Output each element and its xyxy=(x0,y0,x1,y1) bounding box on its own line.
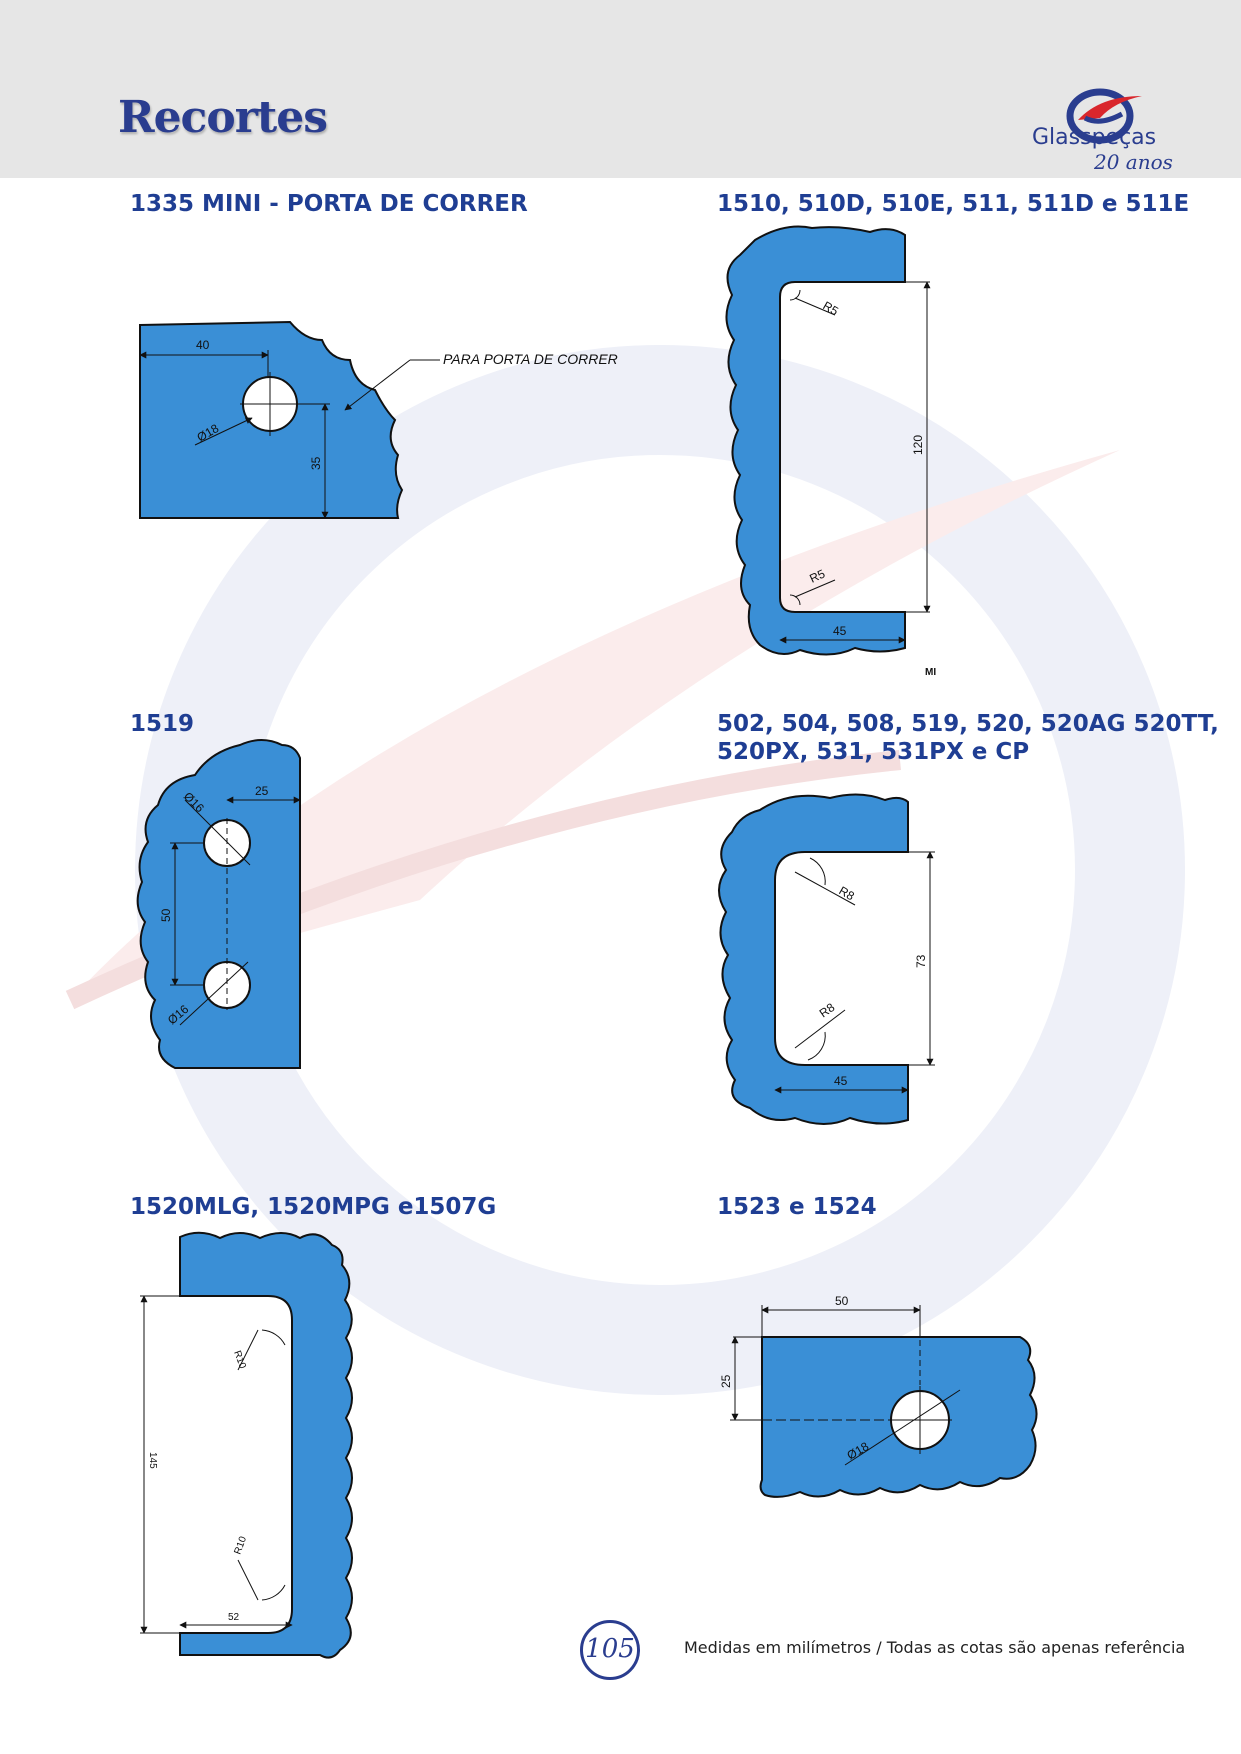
footer-note: Medidas em milímetros / Todas as cotas s… xyxy=(684,1638,1186,1657)
header-band xyxy=(0,0,1241,178)
label-502-width: 45 xyxy=(834,1074,848,1088)
label-502-radius-top: R8 xyxy=(837,883,858,903)
glass-piece-1510 xyxy=(725,225,906,656)
drawing-1510: R5 R5 120 45 MI xyxy=(725,225,936,678)
logo-name: Glasspeças xyxy=(1032,125,1157,150)
label-1510-mark: MI xyxy=(925,667,936,678)
label-1510-height: 120 xyxy=(911,435,925,455)
label-1523-width: 50 xyxy=(835,1294,849,1308)
label-1520-radius-bottom: R10 xyxy=(232,1535,249,1556)
section-title-1519: 1519 xyxy=(130,711,195,737)
section-title-1335: 1335 MINI - PORTA DE CORRER xyxy=(130,191,528,217)
label-1520-radius-top: R10 xyxy=(231,1349,248,1370)
label-1335-width: 40 xyxy=(196,338,210,352)
drawing-502: R8 R8 73 45 xyxy=(718,793,935,1125)
glass-piece-502 xyxy=(718,793,909,1125)
glass-piece-1519 xyxy=(136,739,301,1069)
drawing-1523: 50 25 Ø18 xyxy=(719,1294,1038,1498)
section-title-1523: 1523 e 1524 xyxy=(717,1194,877,1220)
label-1520-width: 52 xyxy=(228,1612,240,1623)
drawing-1519: 25 50 Ø16 Ø16 xyxy=(136,739,301,1069)
label-1335-note: PARA PORTA DE CORRER xyxy=(443,351,618,367)
page-number: 105 xyxy=(585,1634,635,1664)
glasspecas-logo-icon xyxy=(1066,88,1142,144)
section-title-1510: 1510, 510D, 510E, 511, 511D e 511E xyxy=(717,191,1190,217)
drawing-1335: 40 35 Ø18 PARA PORTA DE CORRER xyxy=(139,320,618,519)
label-1510-radius-top: R5 xyxy=(821,298,842,318)
section-title-502-line2: 520PX, 531, 531PX e CP xyxy=(717,739,1030,765)
logo-tagline: 20 anos xyxy=(1094,150,1173,174)
label-1520-height: 145 xyxy=(147,1452,158,1469)
section-title-1520: 1520MLG, 1520MPG e1507G xyxy=(130,1194,497,1220)
label-1519-height: 50 xyxy=(159,908,173,922)
page-title: Recortes xyxy=(118,92,328,143)
label-1510-width: 45 xyxy=(833,624,847,638)
label-1335-height: 35 xyxy=(309,456,323,470)
section-title-502: 502, 504, 508, 519, 520, 520AG 520TT, xyxy=(717,711,1219,737)
drawing-1520: R10 R10 145 52 xyxy=(140,1231,353,1659)
label-1519-width: 25 xyxy=(255,784,269,798)
label-502-radius-bottom: R8 xyxy=(817,1000,838,1020)
label-502-height: 73 xyxy=(914,954,928,968)
label-1523-height: 25 xyxy=(719,1374,733,1388)
label-1510-radius-bottom: R5 xyxy=(807,566,827,585)
glass-piece-1520 xyxy=(179,1231,353,1659)
page-number-circle xyxy=(580,1620,640,1680)
